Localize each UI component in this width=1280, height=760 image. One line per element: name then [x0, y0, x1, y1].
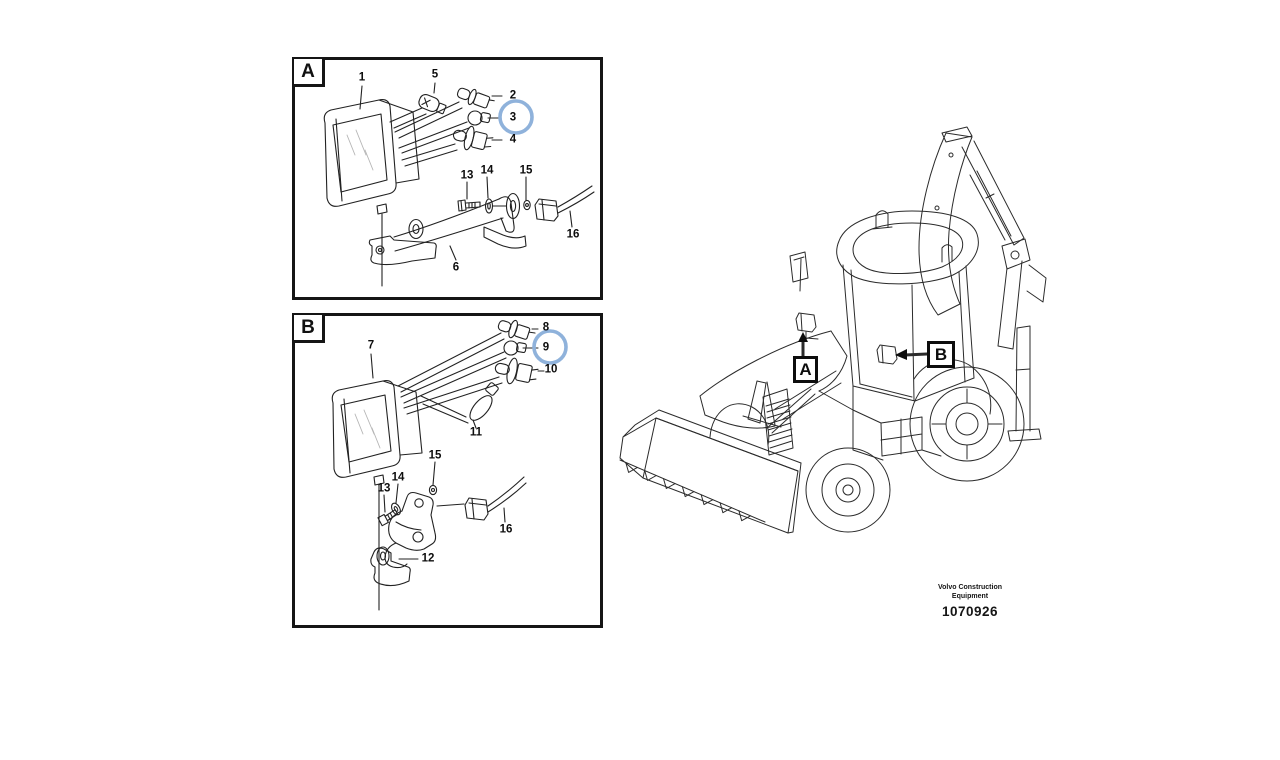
brand-text: Volvo Construction Equipment — [905, 583, 1035, 602]
callout-15: 15 — [428, 449, 442, 462]
callout-4: 4 — [509, 133, 517, 146]
rear-wheel — [909, 366, 1025, 482]
beacon — [871, 210, 893, 230]
bulb-11 — [420, 382, 499, 429]
callout-15: 15 — [519, 164, 533, 177]
stabilizer-leg — [1007, 325, 1042, 442]
callout-14: 14 — [480, 164, 494, 177]
connector-16 — [464, 476, 527, 523]
bucket-teeth — [625, 462, 751, 522]
panel-b-line-art — [331, 319, 568, 611]
panel-a-line-art — [323, 82, 595, 287]
bulb-4 — [401, 125, 503, 167]
screw-13 — [457, 181, 481, 212]
loader-bucket — [619, 409, 802, 534]
machine-label-b: B — [927, 341, 955, 368]
exploded-view-panel-a: A — [292, 57, 603, 300]
callout-3: 3 — [509, 111, 517, 124]
callout-9: 9 — [542, 341, 550, 354]
machine-label-a: A — [793, 356, 818, 383]
figure-number: 1070926 — [941, 603, 999, 619]
callout-6: 6 — [452, 261, 460, 274]
bulb-3 — [398, 110, 502, 154]
callout-13: 13 — [377, 482, 391, 495]
backhoe-loader-illustration — [619, 126, 1047, 534]
bulb-2 — [394, 87, 503, 139]
brand-line-1: Volvo Construction — [937, 584, 1003, 591]
connector-16 — [534, 185, 595, 228]
callout-14: 14 — [391, 471, 405, 484]
callout-7: 7 — [367, 339, 375, 352]
backhoe-boom — [918, 126, 1047, 350]
callout-12: 12 — [421, 552, 435, 565]
callout-5: 5 — [431, 68, 439, 81]
highlight-circle-part-9 — [532, 329, 568, 365]
panel-a-tag-letter: A — [301, 60, 315, 82]
exploded-view-panel-b: B — [292, 313, 603, 628]
panel-a-corner-tag: A — [294, 59, 325, 87]
bulb-5 — [389, 82, 447, 129]
nut-15 — [523, 176, 531, 211]
machine-label-b-letter: B — [934, 344, 948, 364]
brand-line-2: Equipment — [951, 593, 989, 601]
machine-label-a-letter: A — [799, 359, 812, 379]
loader-arm — [742, 370, 842, 434]
callout-1: 1 — [358, 71, 366, 84]
callout-8: 8 — [542, 321, 550, 334]
axis-line — [436, 503, 465, 507]
panel-b-corner-tag: B — [294, 315, 325, 343]
mirror — [789, 251, 809, 292]
callout-13: 13 — [460, 169, 474, 182]
callout-16: 16 — [499, 523, 513, 536]
work-lamp-a — [795, 312, 819, 358]
bracket-12 — [370, 491, 437, 587]
screw-13 — [377, 494, 399, 527]
footer-block: Volvo Construction Equipment 1070926 — [905, 583, 1035, 619]
washer-14 — [484, 176, 494, 214]
bulb-8 — [397, 319, 539, 393]
front-wheel — [805, 447, 891, 533]
bracket-6 — [368, 196, 527, 266]
cab-roof — [836, 210, 979, 285]
nut-15 — [428, 461, 438, 496]
panel-b-tag-letter: B — [301, 316, 315, 338]
callout-11: 11 — [469, 426, 483, 439]
callout-10: 10 — [544, 363, 558, 376]
highlight-circle-part-3 — [498, 99, 534, 135]
work-lamp-b — [876, 344, 929, 365]
callout-2: 2 — [509, 89, 517, 102]
callout-16: 16 — [566, 228, 580, 241]
cab-pillars — [842, 264, 975, 402]
engine-hood — [699, 330, 882, 456]
